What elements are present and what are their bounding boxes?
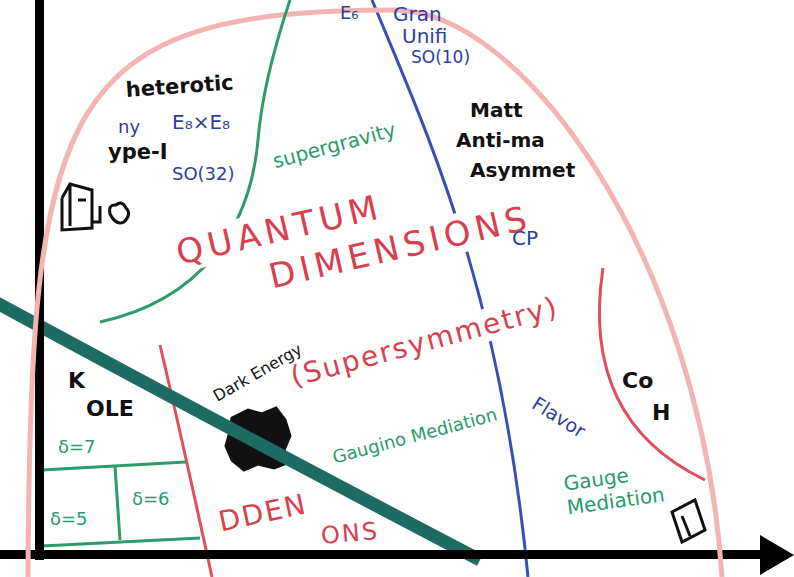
axis-arrowhead: [760, 535, 794, 575]
cloud-sketch: [110, 203, 129, 223]
topic-name-holder: OLE: [86, 396, 134, 422]
symmetry-name-holder: CP: [512, 226, 538, 250]
topic-name-holder: H: [652, 400, 670, 426]
symmetry-name: CP: [512, 226, 538, 250]
topic-name: Matt: [470, 98, 523, 122]
dimension-count-holder: δ=5: [50, 508, 88, 530]
gauge-group-holder: E₈×E₈: [172, 110, 230, 134]
theory-name: ype-I: [108, 140, 168, 164]
dimension-count-holder: δ=6: [132, 488, 170, 510]
region-title: ONS: [320, 517, 380, 550]
mechanism-name: Gauge Mediation: [562, 463, 666, 520]
topic-name-holder: Matt: [470, 98, 523, 122]
theory-name: heterotic: [125, 70, 234, 101]
topic-name-holder: K: [68, 368, 85, 394]
gauge-group: E₈×E₈: [172, 110, 230, 134]
gauge-group: E₆: [340, 2, 359, 23]
parabola-region-border: [28, 10, 722, 577]
dimension-count: δ=7: [58, 436, 96, 457]
dimension-count-holder: δ=7: [58, 436, 96, 458]
mechanism-name: Gaugino Mediation: [330, 403, 499, 467]
brane-sketch: [62, 184, 100, 230]
theory-name-holder: ype-I: [108, 140, 168, 165]
topic-name: K: [68, 368, 85, 393]
mechanism-name-holder: Gauge Mediation: [562, 455, 688, 519]
string-region-border: [100, 0, 290, 322]
x-axis: [0, 550, 766, 559]
region-title-holder: DDEN: [216, 489, 310, 538]
dimension-grid: [42, 462, 200, 546]
mechanism-name-holder: Gaugino Mediation: [330, 403, 499, 468]
theory-name-holder: Gran: [393, 2, 442, 26]
topic-name: Asymmet: [470, 158, 575, 182]
theory-note-holder: ny: [118, 116, 140, 138]
gauge-group-holder: SO(32): [172, 163, 235, 185]
boundary-line: [160, 345, 212, 577]
topic-name-holder: Co: [622, 368, 653, 394]
theory-name-holder: supergravity: [270, 117, 398, 173]
theory-name-holder: heterotic: [125, 70, 234, 103]
region-title-holder: ONS: [320, 519, 380, 548]
gauge-group-holder: SO(10): [411, 47, 470, 67]
dimension-count: δ=6: [132, 488, 170, 509]
boundary-line: [372, 0, 528, 577]
theory-name: Gran: [393, 2, 442, 26]
theory-note: ny: [118, 116, 140, 137]
region-title: QUANTUM DIMENSIONS: [170, 186, 537, 297]
topic-name: H: [652, 400, 670, 425]
topic-name: Anti-ma: [456, 128, 545, 152]
topic-name-holder: Anti-ma: [456, 128, 545, 152]
theory-name: supergravity: [270, 117, 398, 173]
topic-name-holder: Flavor: [528, 392, 590, 442]
topic-name: Co: [622, 368, 653, 393]
topic-name: Flavor: [528, 392, 589, 442]
region-subtitle: (Supersymmetry): [285, 290, 564, 394]
topic-name-holder: Asymmet: [470, 158, 575, 182]
gauge-group: SO(10): [411, 47, 470, 67]
gauge-group: SO(32): [172, 163, 235, 184]
dimension-count: δ=5: [50, 508, 88, 529]
theory-name-holder: Unifi: [402, 24, 447, 48]
topic-name: OLE: [86, 396, 134, 421]
box-sketch: [672, 500, 705, 542]
region-subtitle-holder: (Supersymmetry): [285, 290, 564, 395]
gauge-group-holder: E₆: [340, 2, 359, 24]
boundary-line: [599, 268, 705, 480]
region-title: DDEN: [216, 487, 311, 538]
theory-name: Unifi: [402, 24, 447, 48]
